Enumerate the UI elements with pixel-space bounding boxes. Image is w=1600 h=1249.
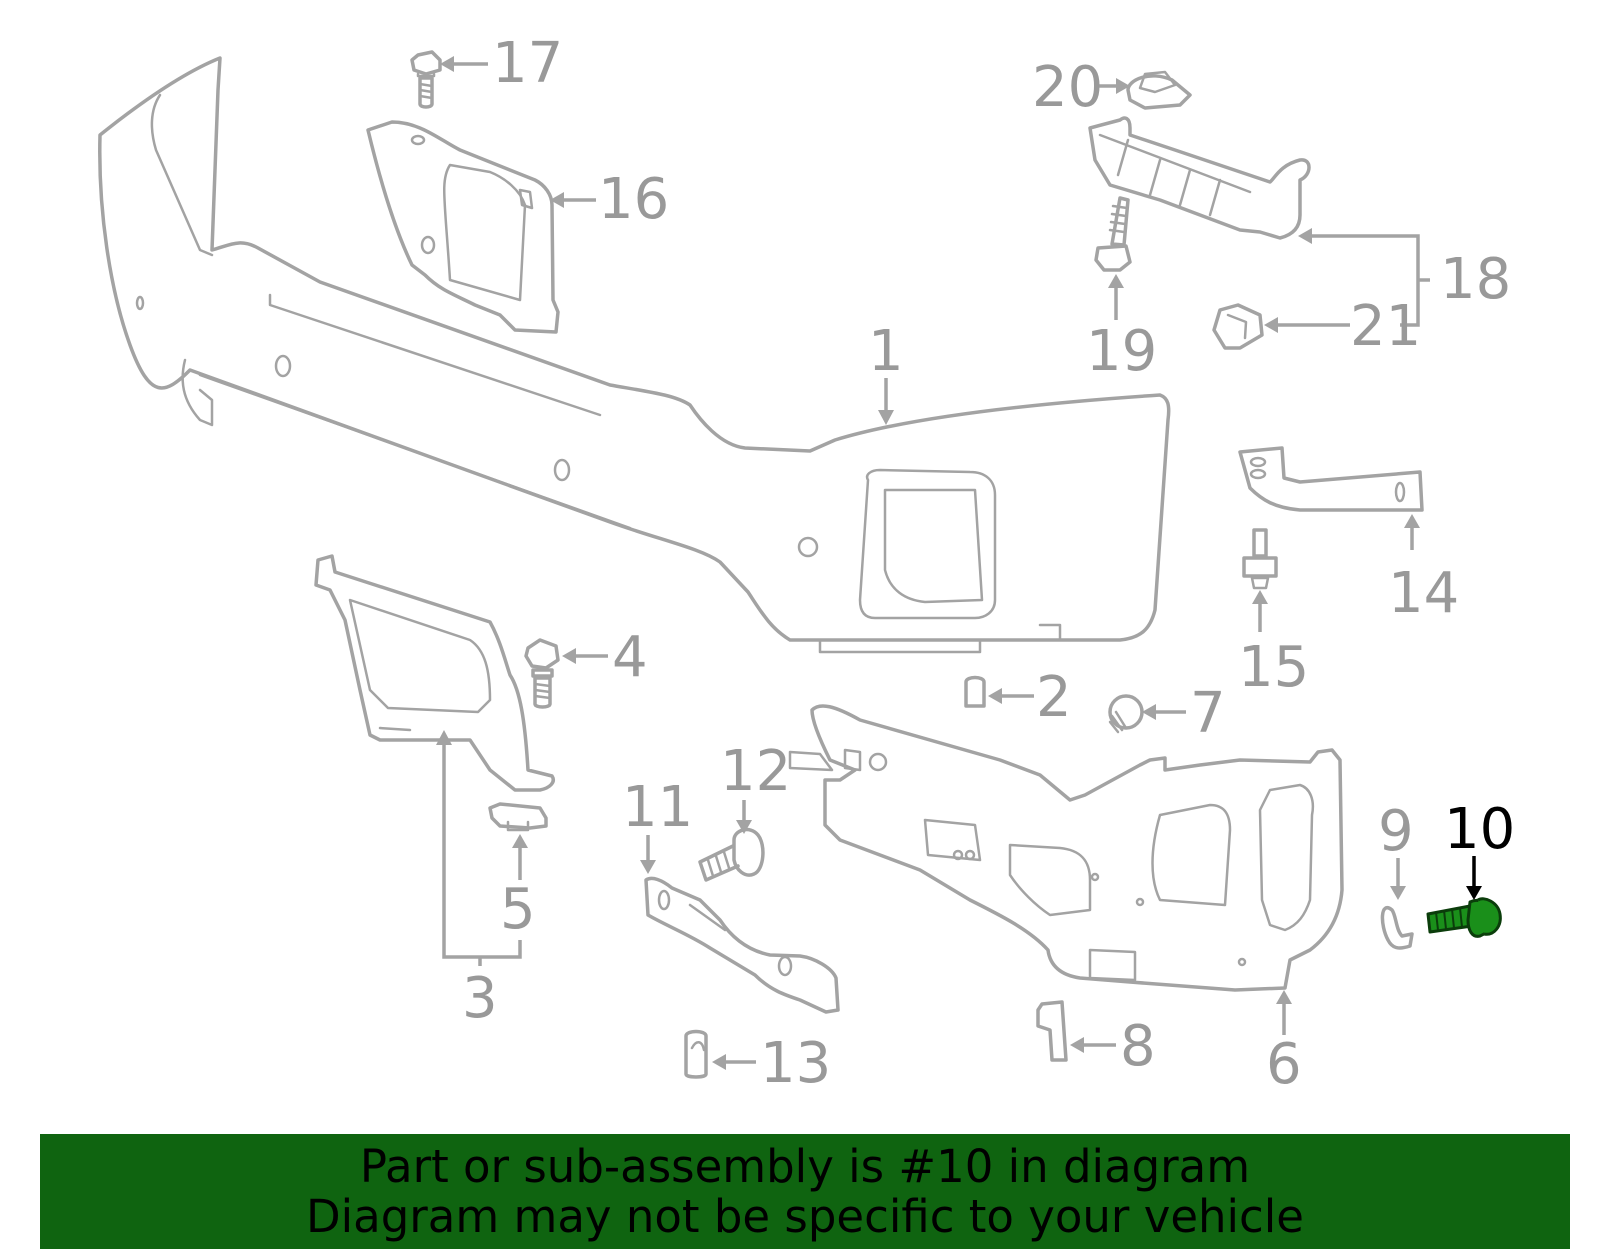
callout-10-label: 10 <box>1444 797 1515 862</box>
callout-5: 5 <box>500 834 536 942</box>
callout-5-label: 5 <box>500 877 536 942</box>
callout-15: 15 <box>1238 590 1309 700</box>
callout-16: 16 <box>550 167 669 232</box>
callout-17-label: 17 <box>492 31 563 96</box>
part-6-mount-bracket[interactable] <box>788 704 1344 992</box>
part-20-nut[interactable] <box>1126 70 1192 110</box>
part-19-screw[interactable] <box>1094 196 1132 272</box>
callout-19-label: 19 <box>1086 319 1157 384</box>
part-10-bolt-highlighted[interactable] <box>1426 897 1502 938</box>
part-3-bracket[interactable] <box>314 554 555 792</box>
callout-11: 11 <box>622 775 693 874</box>
callout-19: 19 <box>1086 274 1157 384</box>
callout-17: 17 <box>440 31 563 96</box>
part-7-nut[interactable] <box>1108 694 1144 734</box>
part-8-clip[interactable] <box>1036 1000 1068 1062</box>
callout-6: 6 <box>1266 990 1302 1097</box>
callout-1: 1 <box>868 319 904 425</box>
callout-9: 9 <box>1378 799 1414 900</box>
callout-1-label: 1 <box>868 319 904 384</box>
part-17-bolt[interactable] <box>410 50 442 109</box>
banner-line-disclaimer: Diagram may not be specific to your vehi… <box>306 1190 1304 1243</box>
part-18-bracket-assembly[interactable] <box>1088 116 1311 240</box>
info-banner: Part or sub-assembly is #10 in diagram D… <box>40 1134 1570 1249</box>
callout-10: 10 <box>1444 797 1515 900</box>
part-9-clip[interactable] <box>1380 906 1414 950</box>
callout-3-label: 3 <box>462 966 498 1031</box>
part-21-clip[interactable] <box>1212 303 1264 350</box>
banner-line-part-number: Part or sub-assembly is #10 in diagram <box>359 1140 1251 1193</box>
callout-2-label: 2 <box>1036 665 1072 730</box>
callout-8-label: 8 <box>1120 1014 1156 1079</box>
callout-11-label: 11 <box>622 775 693 840</box>
callout-7: 7 <box>1142 681 1226 746</box>
callout-4: 4 <box>562 625 648 690</box>
callout-12: 12 <box>720 739 791 834</box>
part-14-bracket[interactable] <box>1238 446 1424 512</box>
callout-15-label: 15 <box>1238 635 1309 700</box>
part-4-bolt[interactable] <box>524 638 560 709</box>
part-13-clip[interactable] <box>684 1029 708 1079</box>
callout-16-label: 16 <box>598 167 669 232</box>
part-2-spacer[interactable] <box>964 675 986 708</box>
callout-9-label: 9 <box>1378 799 1414 864</box>
part-11-brace[interactable] <box>644 876 840 1014</box>
callout-21-label: 21 <box>1350 294 1421 359</box>
callout-18-label: 18 <box>1440 247 1511 312</box>
callout-13: 13 <box>712 1031 831 1096</box>
callout-20: 20 <box>1032 55 1130 120</box>
part-5-clip[interactable] <box>488 802 548 832</box>
callout-7-label: 7 <box>1190 681 1226 746</box>
callout-13-label: 13 <box>760 1031 831 1096</box>
callout-6-label: 6 <box>1266 1032 1302 1097</box>
part-1-bumper-face-bar[interactable] <box>98 56 1171 654</box>
callout-3: 3 <box>436 730 522 1031</box>
callout-14-label: 14 <box>1388 561 1459 626</box>
callout-14: 14 <box>1388 514 1459 626</box>
callout-12-label: 12 <box>720 739 791 804</box>
callout-8: 8 <box>1070 1014 1156 1079</box>
part-12-bolt[interactable] <box>698 827 765 882</box>
callout-4-label: 4 <box>612 625 648 690</box>
part-15-stud[interactable] <box>1242 528 1278 590</box>
part-16-bracket[interactable] <box>366 120 560 334</box>
callout-2: 2 <box>988 665 1072 730</box>
callout-21: 21 <box>1264 294 1421 359</box>
callout-18: 18 <box>1298 228 1511 327</box>
callout-20-label: 20 <box>1032 55 1103 120</box>
